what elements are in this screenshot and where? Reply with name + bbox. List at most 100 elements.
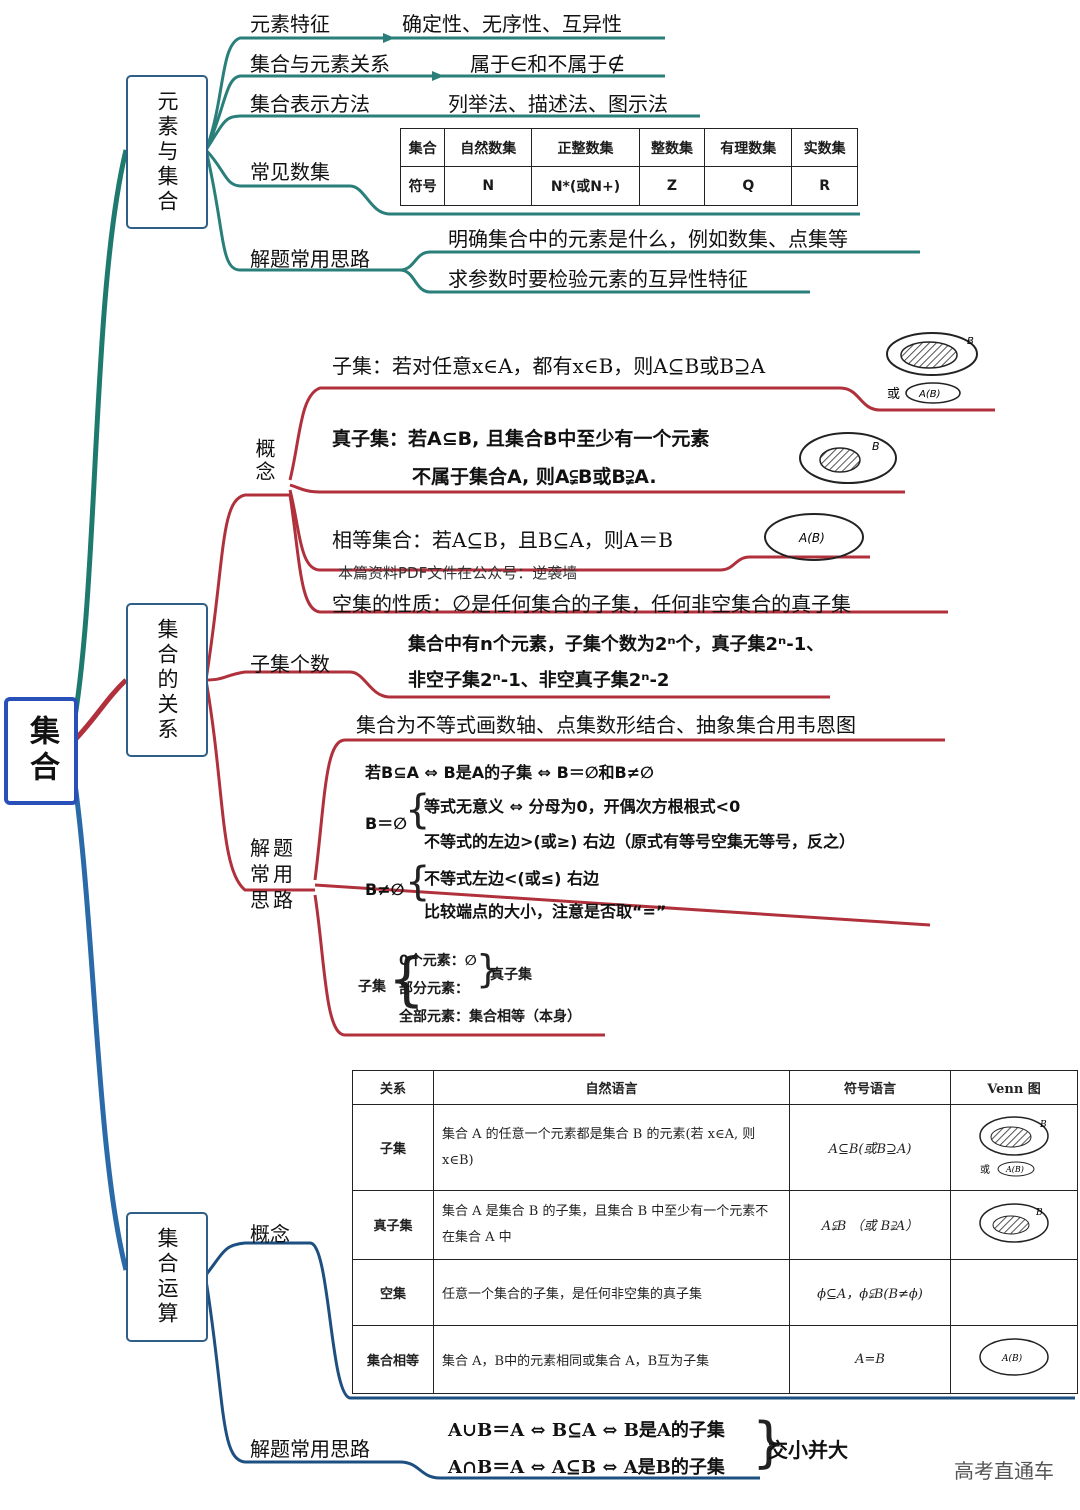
right-brace-icon: } <box>752 1411 787 1474</box>
table-proper-subset-venn: B <box>979 1203 1049 1243</box>
relation-venn-cell: B 或 A(B) <box>950 1104 1078 1192</box>
subset-kind-partial: 部分元素： <box>399 981 469 997</box>
venn-or-label: 或 <box>887 387 900 402</box>
root-node: 集合 <box>4 697 78 805</box>
venn-label-ab: A(B) <box>1001 1353 1023 1364</box>
relation-natural-language: 集合 A 是集合 B 的子集，且集合 B 中至少有一个元素不在集合 A 中 <box>433 1190 790 1260</box>
empty-set-rest: 是任何集合的子集，任何非空集合的真子集 <box>471 592 852 616</box>
number-set-symbol: 符号 <box>399 166 446 206</box>
number-set-symbol: N <box>444 166 533 206</box>
subset-kind-proper: 真子集 <box>490 967 532 983</box>
number-set-header: 有理数集 <box>704 128 793 167</box>
subset-count-line-1: 集合中有n个元素，子集个数为2ⁿ个，真子集2ⁿ-1、 <box>408 634 825 655</box>
empty-set-symbol: ∅ <box>452 592 472 617</box>
subset-count-label: 子集个数 <box>250 652 330 676</box>
b-empty-head: B＝∅ <box>365 814 407 833</box>
b-empty-case-1: 等式无意义 ⇔ 分母为0，开偶次方根根式<0 <box>424 797 741 816</box>
element-features-value: 确定性、无序性、互异性 <box>402 12 622 36</box>
subset-kind-all: 全部元素：集合相等（本身） <box>399 1009 581 1025</box>
number-set-symbol: Z <box>638 166 706 206</box>
relation-venn-cell: B <box>950 1190 1078 1260</box>
venn-or-label: 或 <box>980 1164 990 1176</box>
b1-tip-1: 明确集合中的元素是什么，例如数集、点集等 <box>448 227 848 251</box>
relation-symbol-language: A⫋B （或 B⫌A） <box>789 1190 951 1260</box>
venn-label-ab: A(B) <box>1005 1165 1024 1174</box>
subset-kind-zero: 0个元素：∅ <box>399 953 477 969</box>
number-set-symbol: Q <box>704 166 793 206</box>
number-set-symbol: N*(或N+) <box>531 166 640 206</box>
number-set-header: 实数集 <box>791 128 858 167</box>
venn-label-b: B <box>967 336 974 347</box>
union-rule: A∪B＝A ⇔ B⊆A ⇔ B是A的子集 <box>448 1420 725 1441</box>
b1-tip-2: 求参数时要检验元素的互异性特征 <box>448 267 748 291</box>
set-element-relation-label: 集合与元素关系 <box>250 52 390 76</box>
b-nonempty-case-1: 不等式左边<(或≤) 右边 <box>424 869 600 888</box>
relation-venn-cell: A(B) <box>950 1324 1078 1395</box>
b3-problem-tips-label: 解题常用思路 <box>250 1437 370 1461</box>
b3-concept-label: 概念 <box>250 1222 290 1246</box>
number-set-table: 集合 自然数集 正整数集 整数集 有理数集 实数集 符号 N N*(或N+) Z… <box>399 128 858 206</box>
venn-label-b: B <box>1039 1120 1047 1130</box>
b2-problem-tips-label: 解题常用思路 <box>250 836 296 912</box>
set-element-relation-value: 属于∈和不属于∉ <box>470 52 625 76</box>
subset-kinds-head: 子集 <box>358 979 386 995</box>
relation-natural-language: 任意一个集合的子集，是任何非空集的真子集 <box>433 1258 790 1326</box>
brace-icon: { <box>405 859 431 905</box>
relation-symbol-language: A=B <box>789 1324 951 1395</box>
number-set-header: 整数集 <box>638 128 706 167</box>
b-empty-case-2: 不等式的左边>(或≥) 右边（原式有等号空集无等号，反之） <box>424 832 856 851</box>
b2-tips-intro: 集合为不等式画数轴、点集数形结合、抽象集合用韦恩图 <box>356 713 856 737</box>
b2-tip-subset-condition: 若B⊆A ⇔ B是A的子集 ⇔ B＝∅和B≠∅ <box>365 763 654 782</box>
relation-name: 真子集 <box>352 1190 434 1260</box>
number-set-header: 集合 <box>399 128 446 167</box>
set-representation-label: 集合表示方法 <box>250 92 370 116</box>
number-set-symbol: R <box>791 166 858 206</box>
equal-sets-venn-diagram: A(B) <box>764 513 864 561</box>
empty-set-prefix: 空集的性质： <box>332 592 452 616</box>
common-number-sets-label: 常见数集 <box>250 160 330 184</box>
subset-definition: 子集：若对任意x∈A，都有x∈B，则A⊆B或B⊇A <box>332 354 766 378</box>
brace-icon: { <box>388 945 425 1013</box>
watermark: 高考直通车 <box>954 1459 1054 1483</box>
relation-name: 子集 <box>352 1104 434 1192</box>
relation-table-header: 自然语言 <box>433 1069 790 1106</box>
table-equal-sets-venn: A(B) <box>979 1338 1049 1377</box>
relation-natural-language: 集合 A 的任意一个元素都是集合 B 的元素(若 x∈A, 则 x∈B) <box>433 1104 790 1192</box>
b-nonempty-case-2: 比较端点的大小，注意是否取“=” <box>424 902 667 921</box>
relation-venn-cell <box>950 1258 1078 1326</box>
relation-symbol-language: ϕ⊆A，ϕ⫋B(B≠ϕ) <box>789 1258 951 1326</box>
venn-label-ab: A(B) <box>918 389 941 400</box>
number-set-header: 自然数集 <box>444 128 533 167</box>
relation-table-header: 关系 <box>352 1069 434 1106</box>
number-set-header: 正整数集 <box>531 128 640 167</box>
equal-sets-definition: 相等集合：若A⊆B，且B⊆A，则A＝B <box>332 528 673 552</box>
notice-text: 本篇资料PDF文件在公众号：逆袭墙 <box>338 564 578 582</box>
relation-name: 集合相等 <box>352 1324 434 1395</box>
set-representation-value: 列举法、描述法、图示法 <box>448 92 668 116</box>
brace-icon: { <box>405 787 431 833</box>
proper-subset-line-1: 真子集：若A⊆B, 且集合B中至少有一个元素 <box>332 428 710 450</box>
venn-label-b: B <box>872 440 880 453</box>
proper-subset-line-2: 不属于集合A, 则A⫋B或B⫌A. <box>412 466 657 488</box>
right-brace-icon: } <box>476 947 501 991</box>
venn-label-b: B <box>1035 1208 1043 1218</box>
relation-table-header: 符号语言 <box>789 1069 951 1106</box>
b1-problem-tips-label: 解题常用思路 <box>250 247 370 271</box>
relation-symbol-language: A⊆B(或B⊇A) <box>789 1104 951 1192</box>
relation-table-header: Venn 图 <box>950 1069 1078 1106</box>
b-nonempty-head: B≠∅ <box>365 880 405 899</box>
table-subset-venn: B 或 A(B) <box>979 1115 1049 1177</box>
branch-set-operations: 集合运算 <box>126 1212 208 1342</box>
relation-name: 空集 <box>352 1258 434 1326</box>
branch-elements-and-sets: 元素与集合 <box>126 75 208 229</box>
subset-count-line-2: 非空子集2ⁿ-1、非空真子集2ⁿ-2 <box>408 670 670 691</box>
relation-natural-language: 集合 A，B中的元素相同或集合 A，B互为子集 <box>433 1324 790 1395</box>
subset-venn-diagram: B 或 A(B) <box>886 332 978 404</box>
b2-concept-label: 概念 <box>252 438 276 484</box>
intersection-rule: A∩B＝A ⇔ A⊆B ⇔ A是B的子集 <box>448 1457 725 1478</box>
empty-set-property: 空集的性质：∅是任何集合的子集，任何非空集合的真子集 <box>332 588 851 617</box>
venn-label-ab: A(B) <box>798 531 825 545</box>
branch-set-relations: 集合的关系 <box>126 603 208 757</box>
proper-subset-venn-diagram: B <box>799 432 897 484</box>
